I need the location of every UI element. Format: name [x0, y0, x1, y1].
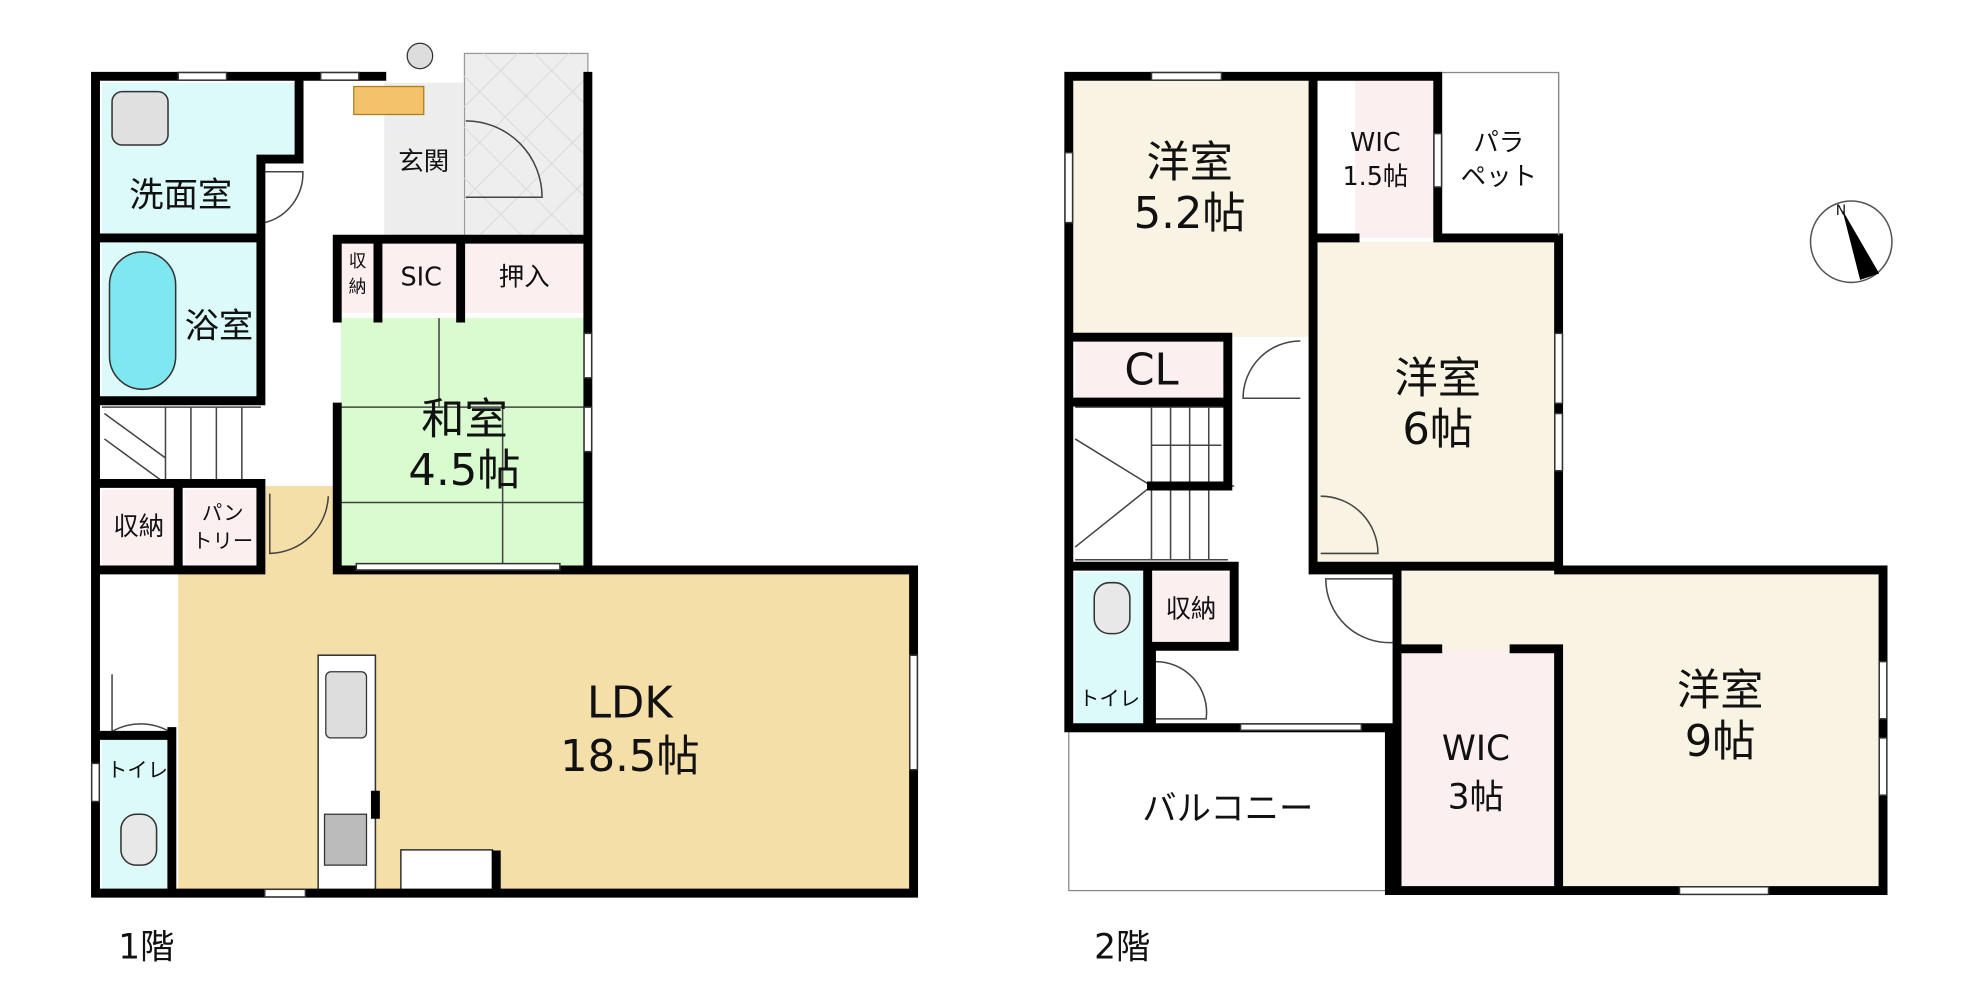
- window: [263, 888, 307, 898]
- window: [1554, 332, 1564, 405]
- window: [319, 71, 360, 81]
- wic-large-fill: [1397, 651, 1557, 891]
- room-size-western-1: 5.2帖: [1134, 189, 1246, 239]
- door-hall-ldk: [269, 493, 330, 555]
- window: [90, 762, 101, 803]
- toilet-2f-bowl: [1093, 581, 1131, 635]
- window: [583, 332, 593, 379]
- window: [1878, 660, 1888, 720]
- room-label-western-1: 洋室: [1146, 138, 1233, 188]
- compass-north-label: N: [1836, 203, 1846, 219]
- window: [1678, 886, 1770, 896]
- room-size-wic-large: 3帖: [1448, 777, 1504, 817]
- room-label-toilet-2f: トイレ: [1079, 687, 1140, 711]
- window: [355, 562, 561, 571]
- step-board: [353, 85, 425, 116]
- balcony-fill: [1068, 730, 1388, 892]
- room-label-sic: SIC: [400, 262, 441, 292]
- door-room3: [1325, 578, 1394, 644]
- room-label-storage-2f: 収納: [1165, 594, 1216, 624]
- oshiire-fill: [464, 239, 587, 313]
- window: [908, 654, 919, 771]
- window: [1239, 723, 1363, 732]
- room-size-wic-small: 1.5帖: [1342, 161, 1408, 191]
- room-label-pantry: パン: [202, 501, 244, 525]
- room-label-wic-small: WIC: [1350, 127, 1400, 157]
- room-label-parapet: ペット: [1461, 161, 1537, 191]
- storage-fill: [101, 489, 176, 567]
- door-toilet-2f: [1155, 660, 1208, 720]
- japanese-room-fill: [341, 318, 586, 567]
- room-label-ldk: LDK: [587, 679, 674, 729]
- room-label-oshiire: 押入: [499, 262, 550, 292]
- walls-2f: [1064, 71, 1888, 896]
- room-label-western-3: 洋室: [1677, 666, 1764, 716]
- room-size-japanese: 4.5帖: [408, 446, 520, 496]
- window: [1433, 132, 1443, 188]
- door-washroom: [264, 170, 304, 224]
- toilet-1f-bowl: [120, 813, 158, 866]
- parapet-fill: [1437, 71, 1560, 239]
- floor-1-title: 1階: [118, 928, 174, 968]
- sink-icon: [325, 671, 368, 739]
- window: [1554, 412, 1564, 472]
- porch-hatch: [464, 52, 589, 239]
- room-size-western-2: 6帖: [1402, 405, 1473, 455]
- room-label-bathroom: 浴室: [185, 307, 254, 347]
- closet-fill: [1075, 340, 1228, 403]
- room-label-japanese: 和室: [421, 395, 508, 445]
- room-label-western-2: 洋室: [1394, 354, 1481, 404]
- room-label-entrance: 玄関: [398, 146, 449, 176]
- floor-2: N 洋室 5.2帖 WIC 1.5帖 パラ ペット CL 洋室 6帖 収納 トイ…: [1064, 71, 1893, 968]
- western-room-1-fill: [1068, 78, 1311, 338]
- room-label-storage-small: 収: [349, 251, 367, 272]
- door-entrance: [465, 120, 543, 198]
- floor-1: 洗面室 浴室 玄関 収 納 SIC 押入 和室 4.5帖 収納 パン トリー L…: [90, 42, 919, 968]
- room-label-toilet-1f: トイレ: [107, 758, 168, 782]
- window: [1064, 151, 1074, 224]
- washbasin: [111, 90, 169, 146]
- storage-2f-fill: [1151, 572, 1231, 647]
- porch-area: [463, 52, 589, 239]
- window: [1878, 737, 1888, 796]
- room-label-balcony: バルコニー: [1142, 789, 1313, 829]
- stove-icon: [323, 813, 368, 866]
- room-label-parapet: パラ: [1473, 127, 1524, 157]
- window: [177, 71, 228, 81]
- room-label-washroom: 洗面室: [129, 176, 232, 216]
- tatami-lines: [341, 318, 586, 567]
- room-label-wic-large: WIC: [1442, 729, 1510, 769]
- wic-small-fill: [1355, 78, 1438, 238]
- storage-small-fill: [341, 239, 376, 313]
- bathtub: [108, 251, 177, 391]
- room-label-closet: CL: [1124, 345, 1178, 395]
- room-label-storage: 収納: [113, 511, 164, 541]
- exterior-light: [406, 42, 434, 70]
- room-label-storage-small: 納: [349, 277, 367, 298]
- door-room1: [1242, 340, 1301, 399]
- window: [583, 406, 593, 453]
- door-room2: [1320, 495, 1379, 555]
- western-room-2-fill: [1316, 241, 1559, 567]
- sic-fill: [381, 239, 459, 313]
- room-size-western-3: 9帖: [1685, 717, 1756, 767]
- room-label-pantry: トリー: [192, 529, 253, 553]
- pantry-fill: [184, 489, 261, 567]
- floor-2-title: 2階: [1094, 928, 1150, 968]
- kitchen-back: [400, 849, 494, 892]
- compass-icon: N: [1809, 200, 1893, 284]
- room-size-ldk: 18.5帖: [560, 732, 700, 782]
- window: [1150, 71, 1223, 81]
